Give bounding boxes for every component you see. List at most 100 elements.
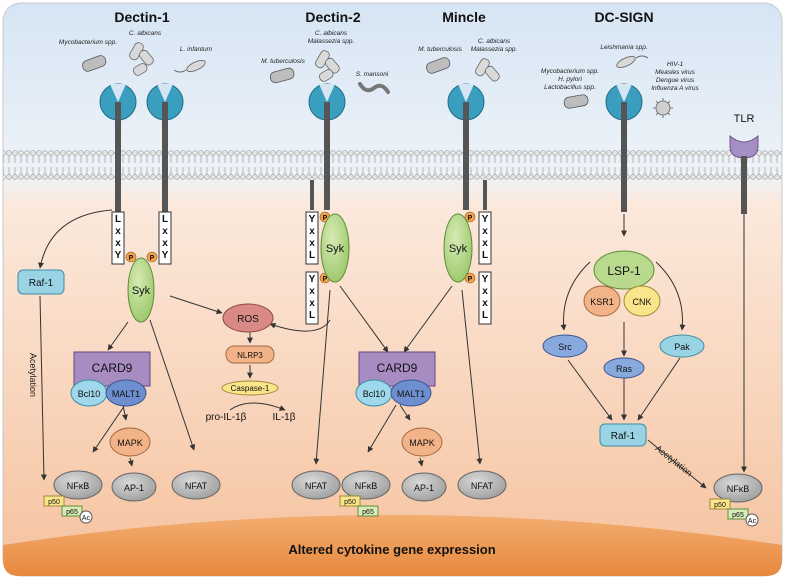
dectin1-receptor-a: [99, 83, 137, 212]
nfat-node-2: NFAT: [291, 470, 341, 500]
p65-tag-1: p65: [61, 505, 83, 517]
svg-text:x: x: [309, 298, 315, 309]
dcsign-receptor: [605, 83, 643, 212]
svg-text:P: P: [468, 215, 473, 222]
title-dectin2: Dectin-2: [305, 9, 360, 25]
yxxl-motif-mb: Y x x L: [478, 271, 492, 325]
svg-text:Syk: Syk: [326, 243, 345, 255]
card9-complex-2: CARD9 Bcl10 MALT1: [355, 351, 436, 407]
pro-il1b-label: pro-IL-1β: [206, 412, 247, 423]
worm-icon: [358, 82, 390, 94]
svg-text:L: L: [115, 214, 121, 225]
nfkb-node-2: NFκB: [341, 470, 391, 500]
signal-arrows: [38, 209, 747, 489]
pathogen-label: Malassezia spp.: [308, 38, 355, 45]
pathogen-label: C. albicans: [129, 30, 162, 37]
title-tlr: TLR: [734, 113, 755, 125]
svg-text:LSP-1: LSP-1: [607, 264, 641, 278]
pathogen-label: L. infantum: [180, 46, 213, 53]
il1b-label: IL-1β: [273, 412, 296, 423]
svg-text:Ras: Ras: [616, 364, 633, 374]
title-mincle: Mincle: [442, 9, 486, 25]
arrow-syk-card9: [107, 321, 129, 351]
svg-text:x: x: [309, 286, 315, 297]
svg-text:MALT1: MALT1: [397, 389, 425, 399]
svg-text:NFAT: NFAT: [185, 481, 208, 491]
dectin2-receptor: [308, 83, 346, 210]
ap1-node-2: AP-1: [401, 472, 447, 502]
arrow-syk3-card9: [403, 285, 453, 353]
arrow-dectin1-raf1: [38, 209, 113, 269]
ras-node: Ras: [603, 357, 645, 379]
arrow-syk2-card9: [339, 285, 389, 353]
nlrp3-node: NLRP3: [225, 345, 275, 364]
yeast-icon: [129, 42, 154, 76]
svg-text:Y: Y: [482, 214, 489, 225]
raf1-left-node: Raf-1: [17, 269, 65, 295]
p65-tag-2: p65: [357, 505, 379, 517]
bacterium-icon: [426, 57, 451, 74]
receptors: [99, 83, 759, 214]
svg-text:Y: Y: [309, 214, 316, 225]
arrow-raf1-p50: [39, 295, 47, 481]
arrow-src-raf1: [567, 359, 613, 421]
svg-text:L: L: [162, 214, 168, 225]
svg-text:Bcl10: Bcl10: [78, 389, 101, 399]
svg-text:Raf-1: Raf-1: [29, 278, 54, 289]
ap1-node-1: AP-1: [111, 472, 157, 502]
svg-text:Y: Y: [115, 250, 122, 261]
svg-text:x: x: [482, 298, 488, 309]
svg-text:L: L: [482, 250, 488, 261]
svg-text:Src: Src: [558, 342, 572, 352]
arrow-card9-mapk-2: [399, 404, 411, 421]
pathogen-label: M. tuberculosis: [261, 58, 305, 65]
nucleus: [3, 515, 782, 576]
svg-text:p50: p50: [48, 499, 60, 506]
svg-text:Pak: Pak: [674, 342, 690, 352]
transcription-factors: NFκB AP-1 NFAT NFAT NFκB AP-1 NFAT NFκB: [53, 470, 763, 503]
svg-text:NFκB: NFκB: [355, 481, 378, 491]
svg-text:CARD9: CARD9: [92, 361, 133, 375]
svg-text:NFAT: NFAT: [305, 481, 328, 491]
svg-text:Syk: Syk: [449, 243, 468, 255]
svg-text:MAPK: MAPK: [117, 438, 143, 448]
arrow-syk-ros: [169, 295, 223, 315]
pak-node: Pak: [659, 334, 705, 358]
ac-tag-3: Ac: [745, 513, 759, 527]
svg-text:CNK: CNK: [632, 297, 651, 307]
svg-text:ROS: ROS: [237, 314, 259, 325]
pathogen-label: Influenza A virus: [651, 85, 699, 92]
nfkb-node-3: NFκB: [713, 473, 763, 503]
pathogen-label: Dengue virus: [656, 77, 695, 84]
pathogen-label: Malassezia spp.: [471, 46, 518, 53]
pathogen-label: Measles virus: [655, 69, 695, 76]
pathogen-label: Lactobacillus spp.: [544, 84, 596, 91]
syk-node-2: Syk: [320, 213, 350, 283]
arrow-il1b: [229, 402, 286, 411]
mapk-node-2: MAPK: [401, 427, 443, 457]
dectin1-receptor-b: [146, 83, 184, 212]
svg-text:KSR1: KSR1: [590, 297, 614, 307]
svg-text:x: x: [482, 238, 488, 249]
tlr-receptor: [729, 134, 759, 214]
pathogen-label: Mycobacterium spp.: [541, 68, 599, 75]
ac-tag-1: Ac: [79, 510, 93, 524]
acetylation-label-left: Acetylation: [28, 353, 38, 397]
leishmania-icon: [616, 55, 649, 68]
pathogen-label: Leishmania spp.: [600, 44, 648, 51]
src-node: Src: [542, 334, 588, 358]
phospho-icon: P: [146, 251, 158, 263]
p50-tag-1: p50: [43, 495, 65, 507]
svg-text:Ac: Ac: [82, 515, 91, 522]
nfat-node-3: NFAT: [457, 470, 507, 500]
yxxl-motif-d2b: Y x x L: [305, 271, 319, 325]
svg-text:p50: p50: [714, 502, 726, 509]
lxxy-motif-b: L x x Y: [158, 211, 172, 265]
svg-text:P: P: [150, 255, 155, 262]
p65-tag-3: p65: [727, 508, 749, 520]
pathogen-label: C. albicans: [478, 38, 511, 45]
pathogen-label: H. pylori: [558, 76, 582, 83]
yeast-icon: [475, 58, 500, 82]
svg-text:Syk: Syk: [132, 285, 151, 297]
nfkb-subunits: p50 p65 Ac p50 p65 p50 p65 Ac: [43, 495, 759, 527]
